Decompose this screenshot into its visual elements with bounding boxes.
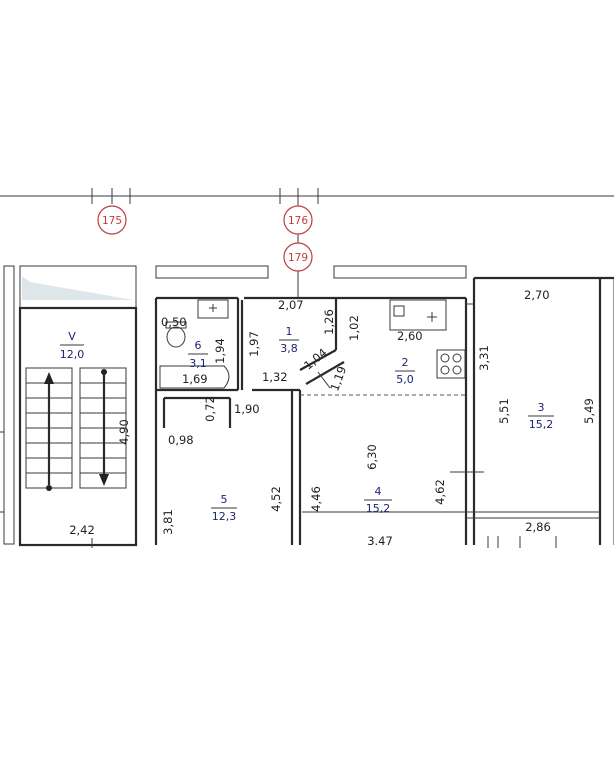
interior-walls <box>156 298 600 545</box>
dim-2-86: 2,86 <box>525 520 551 534</box>
room-number-2: 2 <box>402 356 409 369</box>
dim-1-69: 1,69 <box>182 372 208 386</box>
dim-4-62: 4,62 <box>433 479 447 505</box>
room-number-6: 6 <box>195 339 202 352</box>
dim-1-97: 1,97 <box>247 331 261 357</box>
dimension-labels: 0,50 1,94 1,69 2,07 1,97 1,26 1,02 1,04 … <box>69 288 596 548</box>
dim-4-52: 4,52 <box>269 486 283 512</box>
dim-1-02: 1,02 <box>347 315 361 341</box>
dim-0-98: 0,98 <box>168 433 194 447</box>
stair-down-arrow-icon <box>99 369 109 486</box>
axis-label-176: 176 <box>288 215 308 227</box>
axis-line <box>0 188 614 298</box>
room-number-v: V <box>68 330 76 343</box>
dim-2-07: 2,07 <box>278 298 304 312</box>
axis-marker-176: 176 <box>283 205 313 235</box>
room-area-1: 3,8 <box>280 342 298 355</box>
stair-steps <box>26 382 126 474</box>
dim-3-47: 3.47 <box>367 534 393 548</box>
dim-2-70: 2,70 <box>524 288 550 302</box>
axis-marker-175: 175 <box>97 205 127 235</box>
bottom-ticks <box>0 431 557 548</box>
stove-icon <box>436 349 466 379</box>
room-number-4: 4 <box>375 485 382 498</box>
dim-3-31: 3,31 <box>477 345 491 371</box>
room-number-3: 3 <box>538 401 545 414</box>
dim-2-60: 2,60 <box>397 329 423 343</box>
dim-1-90: 1,90 <box>234 402 260 416</box>
room-area-2: 5,0 <box>396 373 414 386</box>
dim-0-50: 0,50 <box>161 315 187 329</box>
room-area-3: 15,2 <box>529 418 554 431</box>
axis-label-179: 179 <box>288 252 308 264</box>
room-number-1: 1 <box>286 325 293 338</box>
dim-4-90: 4,90 <box>117 419 131 445</box>
dim-4-46: 4,46 <box>309 486 323 512</box>
room-area-5: 12,3 <box>212 510 237 523</box>
dim-1-04: 1,04 <box>301 345 330 372</box>
room-area-6: 3,1 <box>189 357 207 370</box>
room-number-5: 5 <box>221 493 228 506</box>
dim-3-81: 3,81 <box>161 509 175 535</box>
stair-up-arrow-icon <box>44 372 54 491</box>
stair-block <box>18 306 138 547</box>
dim-1-26: 1,26 <box>322 309 336 335</box>
room-labels: V 12,0 6 3,1 1 3,8 2 5,0 3 15,2 4 15,2 5… <box>60 325 554 523</box>
dim-5-49: 5,49 <box>582 398 596 424</box>
dim-2-42: 2,42 <box>69 523 95 537</box>
dim-6-30: 6,30 <box>365 444 379 470</box>
dim-5-51: 5,51 <box>497 398 511 424</box>
dim-1-94: 1,94 <box>213 338 227 364</box>
axis-label-175: 175 <box>102 215 122 227</box>
dim-0-72: 0,72 <box>203 396 217 422</box>
axis-marker-179: 179 <box>283 242 313 272</box>
room-area-4: 15,2 <box>366 502 391 515</box>
dim-1-32: 1,32 <box>262 370 288 384</box>
room-area-v: 12,0 <box>60 348 85 361</box>
exterior-walls <box>3 265 614 545</box>
